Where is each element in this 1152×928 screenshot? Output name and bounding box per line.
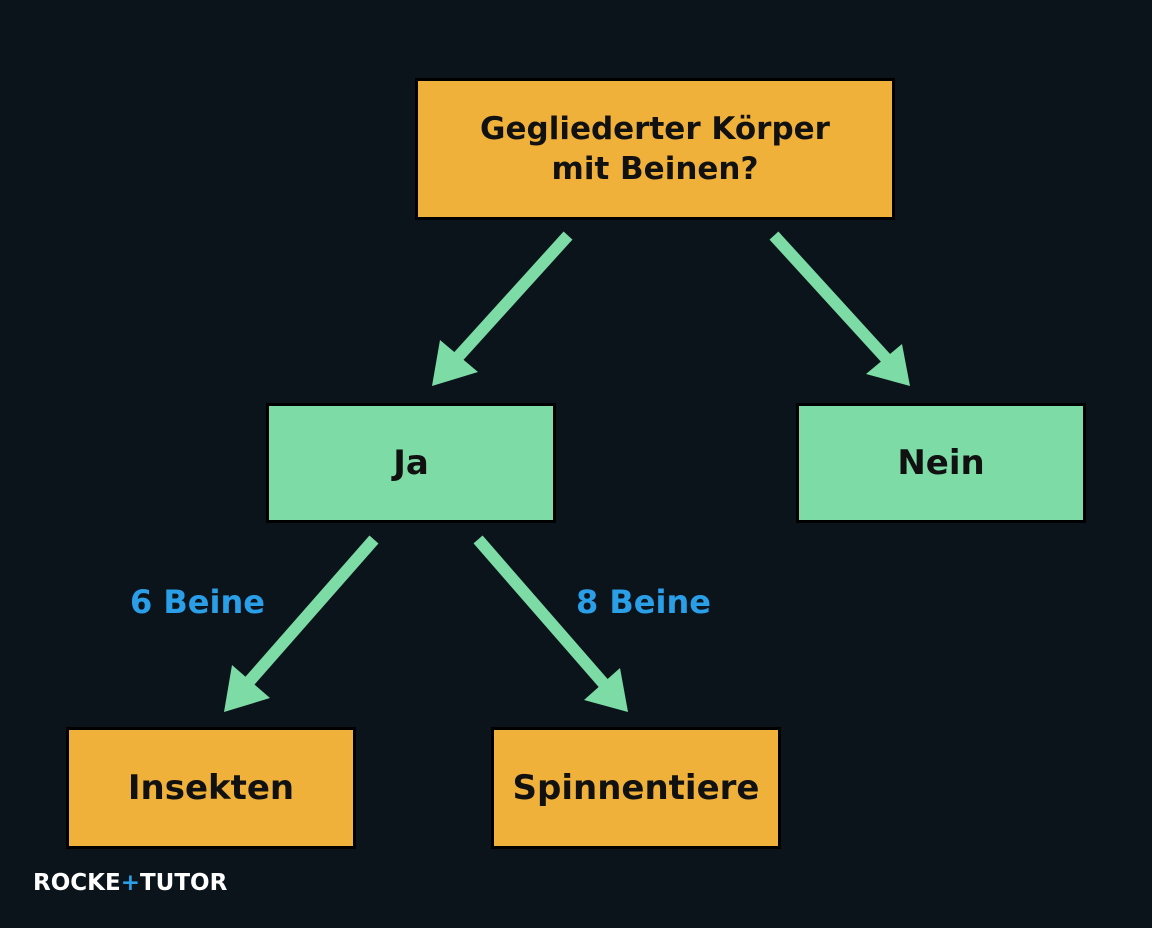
node-insects: Insekten xyxy=(66,727,356,849)
logo-text-part3: TUTOR xyxy=(139,870,228,896)
edge-label-eight-legs: 8 Beine xyxy=(576,583,711,621)
node-yes: Ja xyxy=(266,403,556,523)
arrow-root-to-nein xyxy=(769,231,910,386)
logo-plus-icon: + xyxy=(120,870,140,896)
rocket-tutor-logo: ROCKE+TUTOR xyxy=(33,870,227,896)
logo-text-part1: ROCKE xyxy=(33,870,121,896)
edge-label-six-legs: 6 Beine xyxy=(130,583,265,621)
node-root-question: Gegliederter Körper mit Beinen? xyxy=(415,78,895,220)
node-no: Nein xyxy=(796,403,1086,523)
node-arachnids: Spinnentiere xyxy=(491,727,781,849)
arrow-ja-to-spinnentiere xyxy=(473,535,628,712)
arrow-ja-to-insekten xyxy=(224,535,379,712)
arrow-root-to-ja xyxy=(432,231,573,386)
